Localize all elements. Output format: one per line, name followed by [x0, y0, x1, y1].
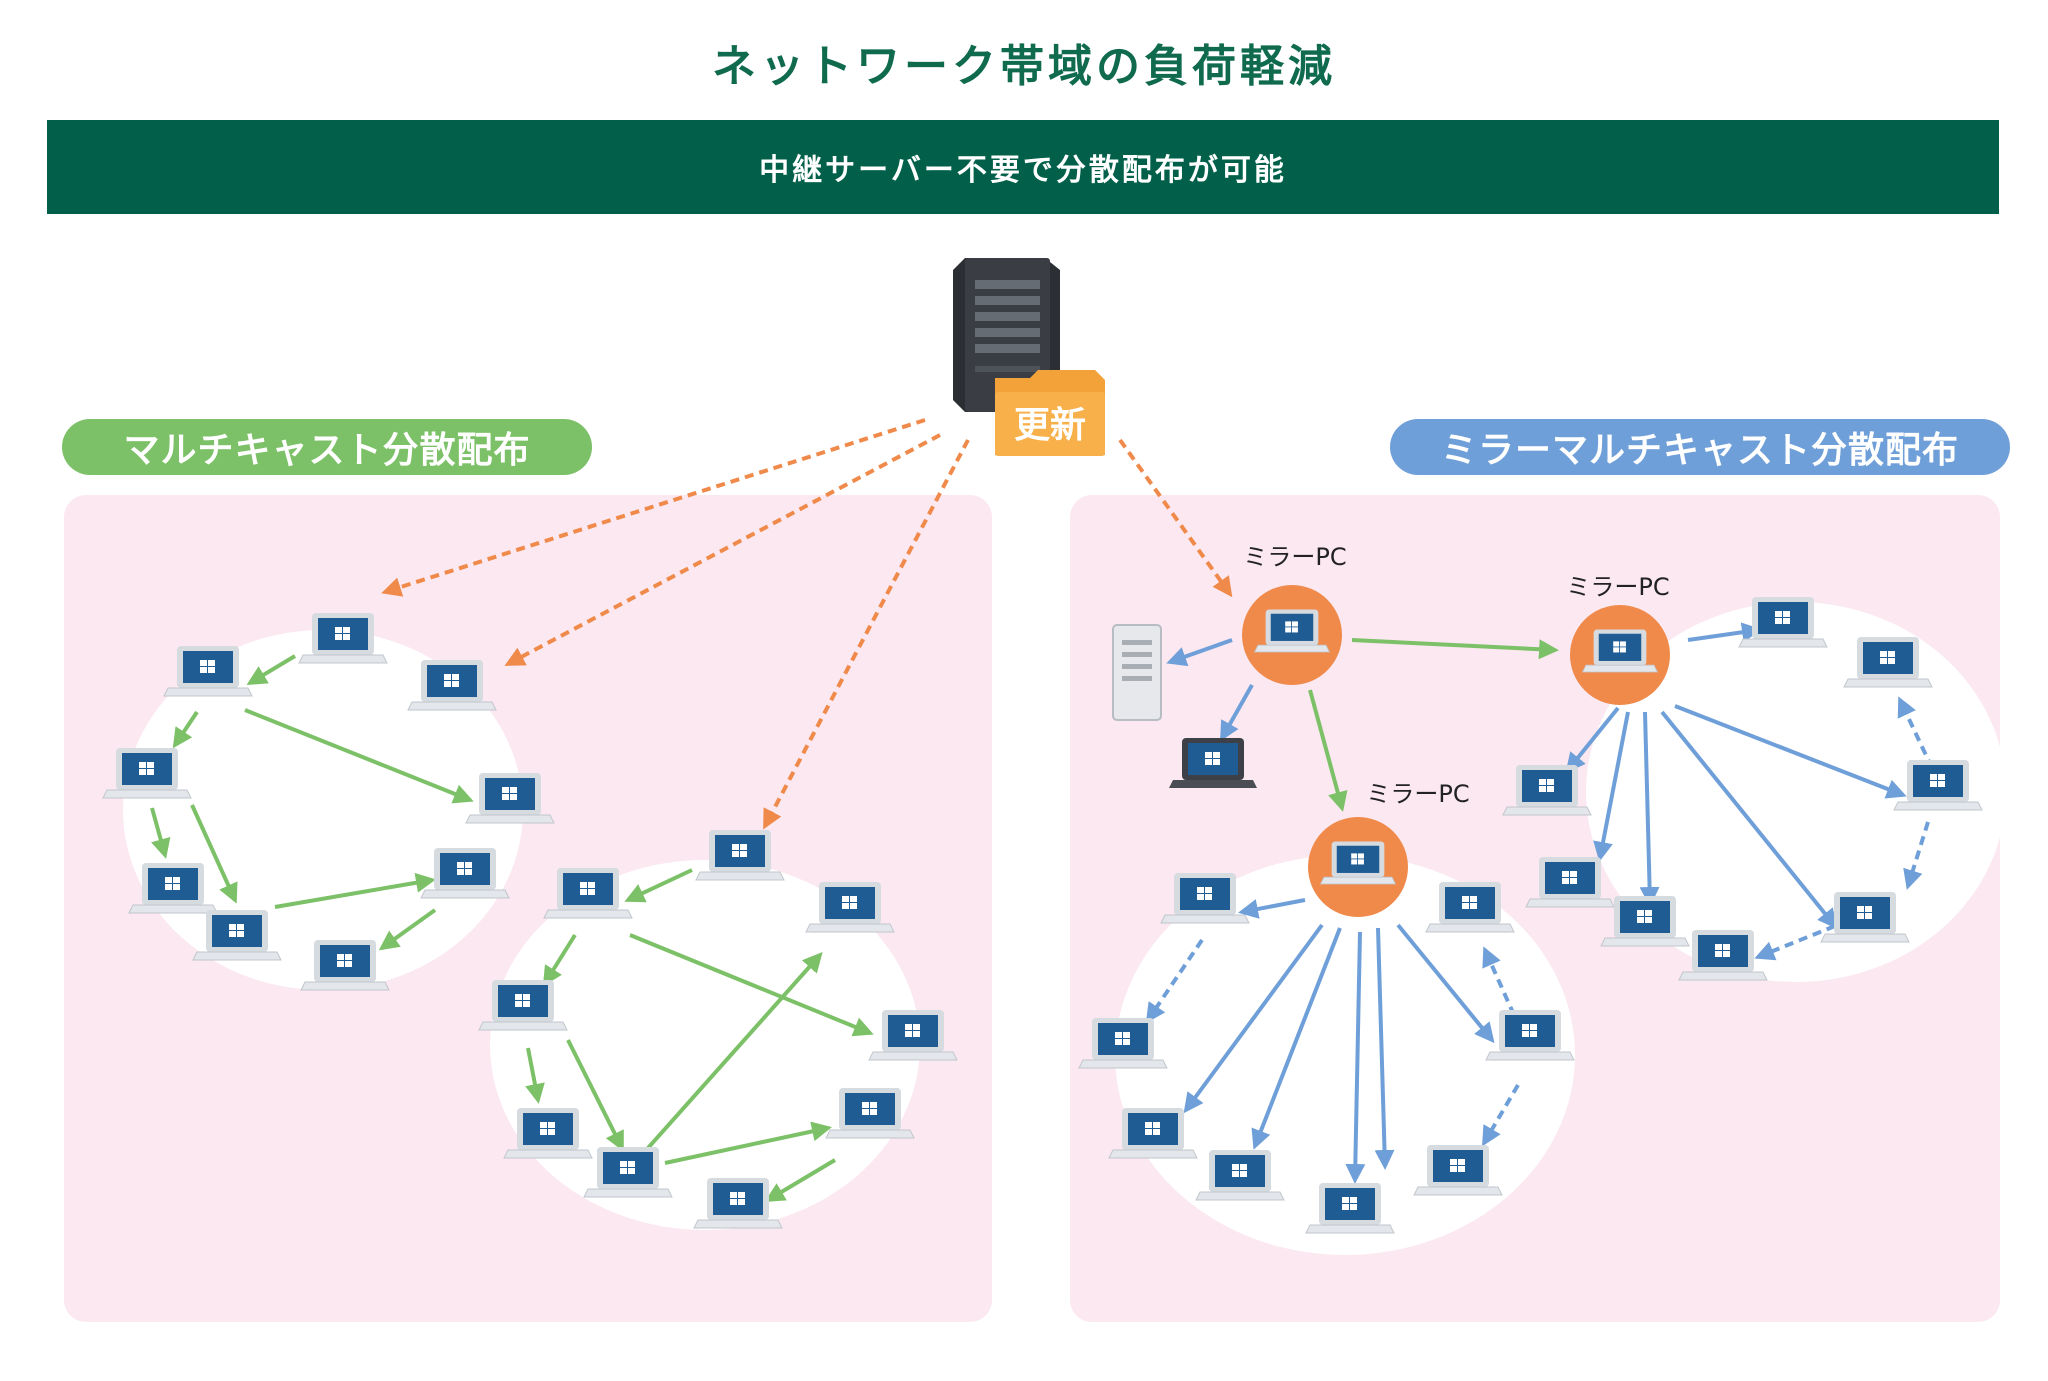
- windows-laptop-icon: [805, 881, 895, 933]
- mirror-pc-icon: [1308, 817, 1408, 917]
- windows-laptop-icon: [543, 867, 633, 919]
- green-arrow: [150, 807, 171, 859]
- green-arrow: [274, 872, 436, 909]
- mirror-pc-label: ミラーPC: [1243, 543, 1346, 571]
- server-tower-icon: [953, 258, 1060, 412]
- green-arrow: [629, 933, 874, 1037]
- windows-laptop-icon: [163, 645, 253, 697]
- orange-dashed-arrow: [381, 418, 926, 597]
- windows-laptop-icon: [1078, 1017, 1168, 1069]
- mirror-multicast-label: ミラーマルチキャスト分散配布: [1390, 419, 2010, 475]
- windows-laptop-icon: [695, 829, 785, 881]
- windows-laptop-icon: [192, 909, 282, 961]
- mirror-pc-icon: [1242, 585, 1342, 685]
- windows-laptop-icon: [503, 1107, 593, 1159]
- blue-arrow: [1374, 927, 1395, 1170]
- blue-arrow: [1166, 638, 1233, 667]
- windows-laptop-icon: [1413, 1144, 1503, 1196]
- windows-laptop-icon: [1108, 1107, 1198, 1159]
- windows-laptop-icon: [825, 1087, 915, 1139]
- green-arrow: [1351, 638, 1559, 660]
- windows-laptop-icon: [1525, 856, 1615, 908]
- windows-laptop-icon: [298, 612, 388, 664]
- orange-dashed-arrow: [1118, 438, 1233, 598]
- blue-arrow: [1220, 684, 1254, 742]
- windows-laptop-icon: [1305, 1182, 1395, 1234]
- orange-dashed-arrow: [504, 433, 941, 666]
- blue-arrow: [1660, 710, 1838, 930]
- windows-laptop-icon: [465, 772, 555, 824]
- green-arrow: [764, 1158, 837, 1203]
- blue-arrow: [1593, 711, 1630, 862]
- subtitle-banner: 中継サーバー不要で分散配布が可能: [47, 120, 1999, 214]
- windows-laptop-icon: [102, 747, 192, 799]
- windows-laptop-icon: [128, 862, 218, 914]
- mirror-pc-icon: [1570, 605, 1670, 705]
- windows-laptop-icon: [1678, 929, 1768, 981]
- green-arrow: [542, 933, 577, 987]
- blue-dashed-arrow: [1897, 696, 1934, 769]
- mirror-pc-label: ミラーPC: [1366, 780, 1469, 808]
- blue-arrow: [1238, 898, 1306, 919]
- update-label: 更新: [1014, 405, 1086, 446]
- blue-arrow: [1674, 704, 1907, 799]
- green-arrow: [624, 868, 693, 903]
- windows-laptop-icon: [1502, 764, 1592, 816]
- blue-arrow: [1396, 923, 1495, 1044]
- blue-arrow: [1345, 931, 1366, 1184]
- windows-laptop-icon: [407, 659, 497, 711]
- green-arrow: [1308, 689, 1348, 812]
- windows-laptop-icon: [300, 939, 390, 991]
- green-arrow: [172, 710, 199, 749]
- green-arrow: [646, 952, 823, 1150]
- green-arrow: [664, 1121, 832, 1165]
- orange-dashed-arrow: [763, 439, 970, 830]
- blue-dashed-arrow: [1145, 938, 1204, 1024]
- windows-laptop-icon: [583, 1146, 673, 1198]
- blue-arrow: [1565, 706, 1620, 774]
- windows-laptop-icon: [1485, 1009, 1575, 1061]
- windows-laptop-icon: [868, 1009, 958, 1061]
- blue-arrow: [1251, 927, 1342, 1150]
- windows-laptop-icon: [1600, 895, 1690, 947]
- windows-laptop-icon: [420, 847, 510, 899]
- windows-laptop-icon: [1195, 1149, 1285, 1201]
- multicast-label: マルチキャスト分散配布: [62, 419, 592, 475]
- page-title: ネットワーク帯域の負荷軽減: [712, 41, 1336, 92]
- windows-laptop-icon: [693, 1177, 783, 1229]
- windows-laptop-icon: [1843, 636, 1933, 688]
- folder-icon: [995, 370, 1105, 456]
- windows-laptop-icon: [1893, 759, 1983, 811]
- green-arrow: [378, 908, 437, 951]
- blue-dashed-arrow: [1482, 946, 1516, 1016]
- desktop-tower-icon: [1112, 624, 1162, 721]
- green-arrow: [190, 804, 238, 904]
- windows-laptop-icon: [1425, 881, 1515, 933]
- windows-laptop-icon: [1820, 891, 1910, 943]
- green-arrow: [525, 1047, 545, 1104]
- green-arrow: [244, 708, 474, 804]
- blue-arrow: [1687, 622, 1762, 643]
- windows-laptop-icon: [1169, 738, 1257, 788]
- blue-dashed-arrow: [1903, 821, 1930, 890]
- blue-dashed-arrow: [1481, 1083, 1520, 1147]
- windows-laptop-icon: [1160, 872, 1250, 924]
- mirror-pc-label: ミラーPC: [1566, 573, 1669, 601]
- green-arrow: [246, 654, 297, 686]
- windows-laptop-icon: [478, 979, 568, 1031]
- blue-arrow: [1639, 711, 1660, 907]
- windows-laptop-icon: [1738, 596, 1828, 648]
- green-arrow: [566, 1039, 624, 1152]
- blue-arrow: [1183, 923, 1324, 1114]
